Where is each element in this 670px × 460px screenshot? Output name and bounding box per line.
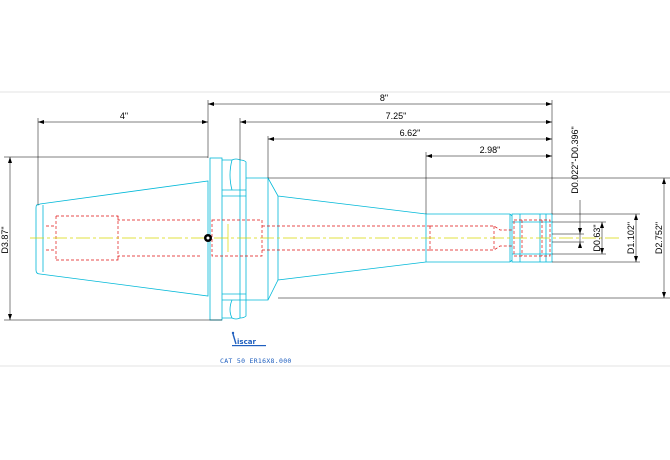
hidden-lines xyxy=(46,215,551,261)
arrowheads xyxy=(8,102,666,320)
dim-body-length: 6.62" xyxy=(400,128,421,138)
dim-nut-dia: D0.63" xyxy=(592,224,602,251)
dim-body-dia: D2.752" xyxy=(654,222,664,254)
tool-caption: CAT 50 ER16X8.000 xyxy=(220,357,292,365)
dim-clamp-range: D0.022"-D0.396" xyxy=(570,126,580,193)
dim-nose-dia: D1.102" xyxy=(626,222,636,254)
tool-outline xyxy=(35,157,553,321)
dimension-lines xyxy=(4,100,670,321)
dim-taper-length: 4" xyxy=(120,111,128,121)
dim-flange-dia: D3.87" xyxy=(0,226,10,253)
dim-overall-length: 8" xyxy=(380,93,388,103)
centerline xyxy=(30,224,620,252)
svg-text:iscar: iscar xyxy=(237,338,256,346)
iscar-logo: iscar xyxy=(231,331,266,347)
dim-flange-to-tip: 7.25" xyxy=(386,111,407,121)
dim-nose-length: 2.98" xyxy=(480,145,501,155)
